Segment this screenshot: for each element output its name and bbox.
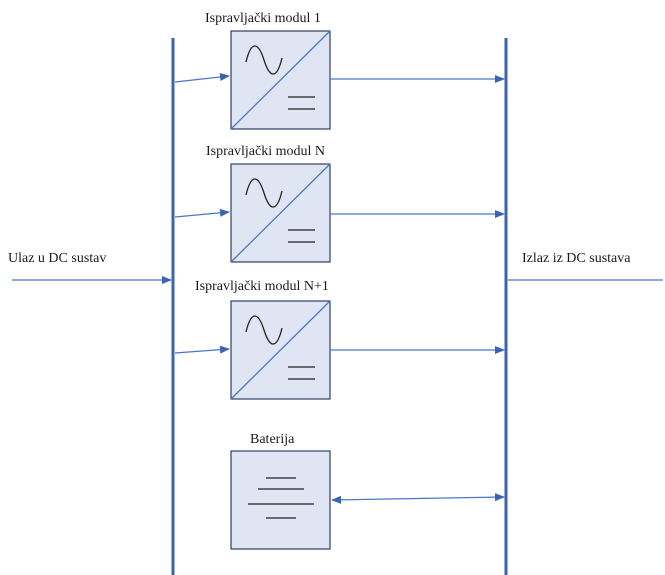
module-n-plus-1-ac-icon [245, 315, 283, 345]
battery-label: Baterija [250, 432, 295, 447]
battery: Baterija [230, 432, 505, 550]
module-n-plus-1-input-line [174, 345, 230, 354]
module-n-plus-1-label: Ispravljački modul N+1 [195, 279, 329, 294]
output-label: Izlaz iz DC sustava [522, 251, 631, 266]
module-n-input-line [174, 208, 230, 218]
battery-box [230, 450, 331, 550]
module-1-input-line [174, 73, 230, 83]
rectifier-module-n-plus-1: Ispravljački modul N+1 [174, 279, 505, 400]
module-1-diagonal [230, 30, 331, 130]
rectifier-module-n: Ispravljački modul N [174, 144, 505, 263]
module-1-ac-icon [245, 45, 283, 75]
rectifier-module-1: Ispravljački modul 1 [174, 11, 505, 130]
module-n-plus-1-diagonal [230, 300, 331, 400]
input-label: Ulaz u DC sustav [8, 251, 106, 266]
module-n-ac-icon [245, 178, 283, 208]
module-n-label: Ispravljački modul N [206, 144, 325, 159]
module-n-diagonal [230, 163, 331, 263]
module-1-label: Ispravljački modul 1 [205, 11, 321, 26]
battery-bidirectional-line [331, 493, 505, 504]
